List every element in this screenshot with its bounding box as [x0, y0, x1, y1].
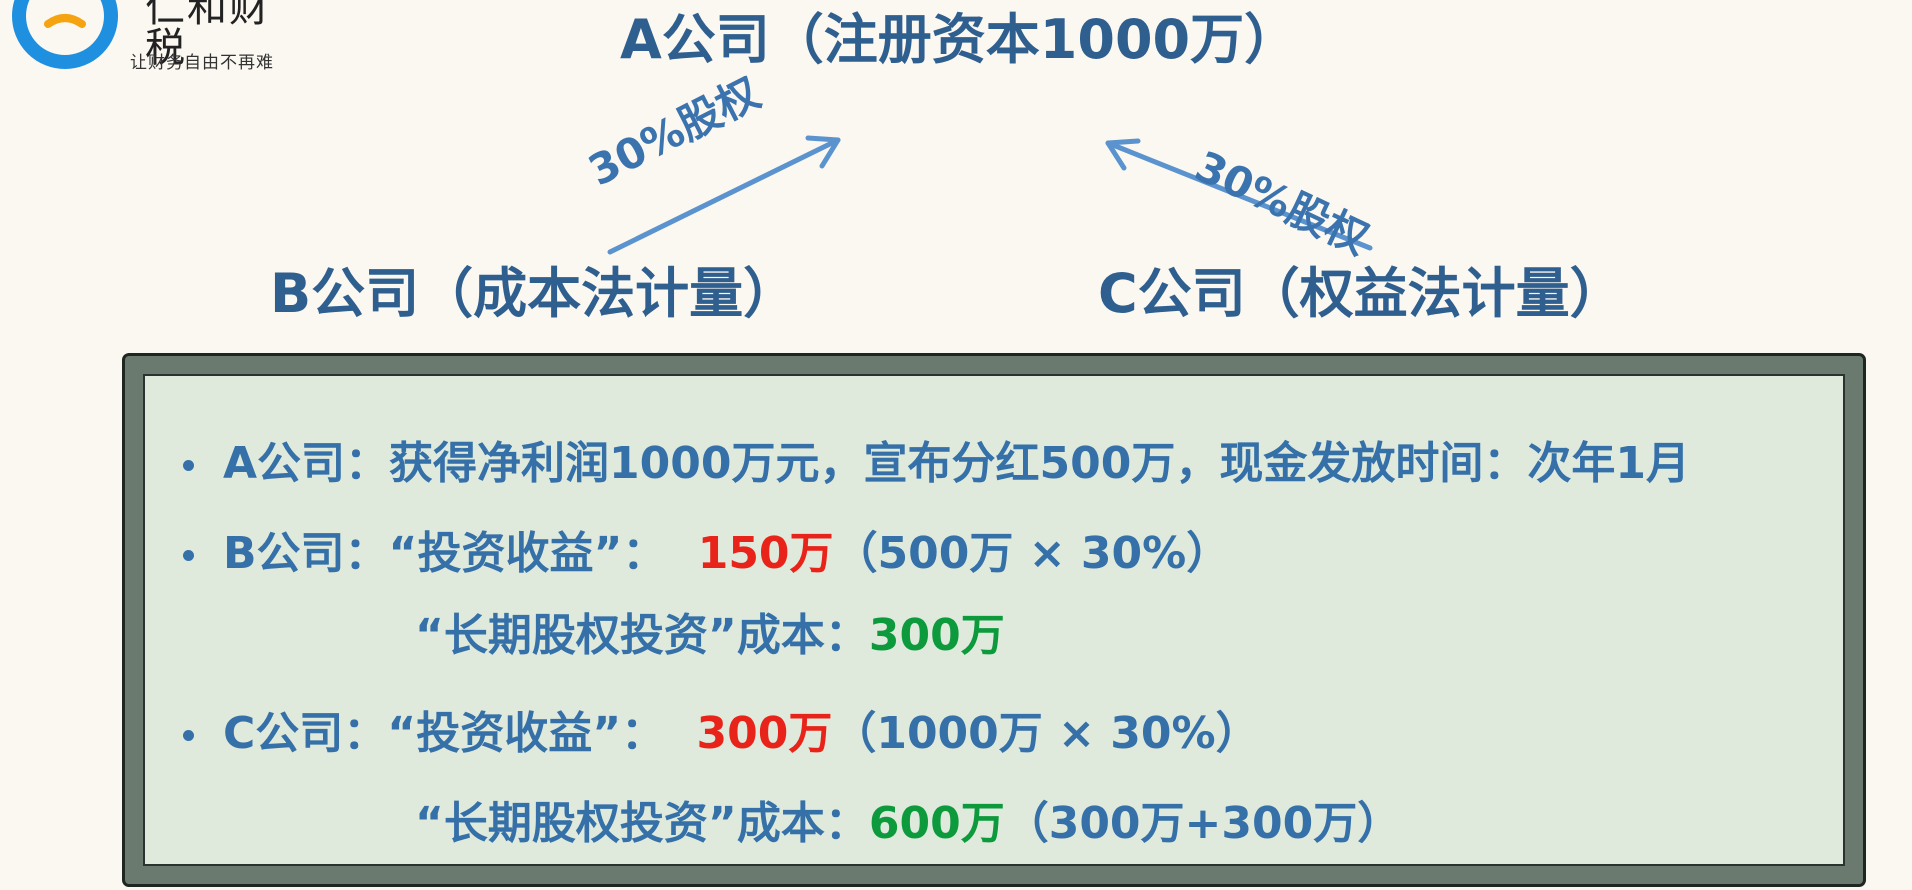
b-cost-value: 300万: [868, 610, 1005, 661]
b-income-formula: （500万 × 30%）: [833, 528, 1231, 579]
bullet: [183, 730, 194, 741]
a-line-text: A公司：获得净利润1000万元，宣布分红500万，现金发放时间：次年1月: [223, 438, 1690, 489]
b-cost-line: “长期股权投资”成本：300万: [415, 610, 1005, 662]
c-income-value: 300万: [696, 708, 833, 759]
c-cost-line: “长期股权投资”成本：600万（300万+300万）: [415, 798, 1401, 850]
c-cost-label: “长期股权投资”成本：: [415, 798, 869, 849]
company-b-node: B公司（成本法计量）: [270, 262, 798, 325]
logo-mark-icon: [12, 0, 118, 69]
company-a-node: A公司（注册资本1000万）: [620, 8, 1299, 71]
arrow-b-to-a: [607, 135, 841, 255]
b-cost-label: “长期股权投资”成本：: [415, 610, 869, 661]
details-panel: A公司：获得净利润1000万元，宣布分红500万，现金发放时间：次年1月 B公司…: [125, 356, 1863, 884]
logo-tagline: 让财务自由不再难: [130, 53, 274, 73]
logo-name: 仁和财税: [145, 0, 271, 71]
company-c-node: C公司（权益法计量）: [1098, 262, 1624, 325]
brand-logo: 仁和财税 让财务自由不再难: [10, 0, 310, 76]
arrow-c-to-a: [1105, 138, 1373, 251]
ownership-arrows: [607, 135, 1373, 255]
bullet: [183, 550, 194, 561]
b-income-prefix: B公司：“投资收益”：: [223, 528, 667, 579]
a-line: A公司：获得净利润1000万元，宣布分红500万，现金发放时间：次年1月: [223, 438, 1690, 490]
c-income-prefix: C公司：“投资收益”：: [223, 708, 666, 759]
c-cost-formula: （300万+300万）: [1004, 798, 1402, 849]
b-income-line: B公司：“投资收益”： 150万（500万 × 30%）: [223, 528, 1230, 580]
bullet: [183, 460, 194, 471]
c-cost-value: 600万: [868, 798, 1005, 849]
b-income-value: 150万: [697, 528, 834, 579]
c-income-line: C公司：“投资收益”： 300万（1000万 × 30%）: [223, 708, 1260, 760]
c-income-formula: （1000万 × 30%）: [832, 708, 1260, 759]
